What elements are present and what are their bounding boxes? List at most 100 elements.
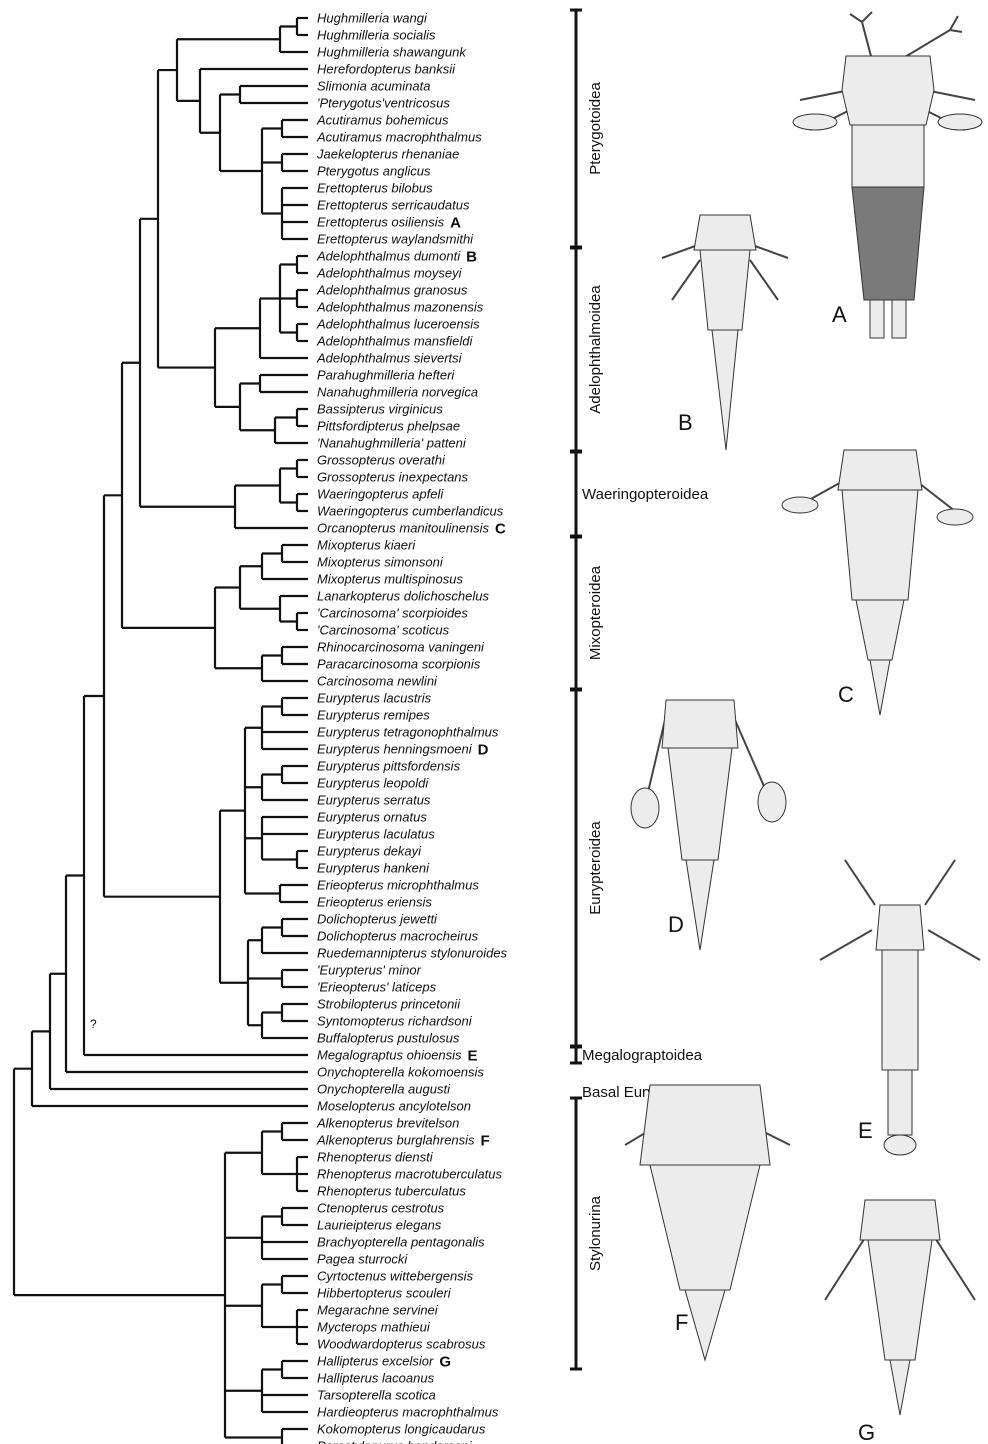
taxon-label: Laurieipterus elegans bbox=[317, 1218, 442, 1233]
taxon-label: Mixopterus multispinosus bbox=[317, 572, 463, 587]
taxon-label: Mixopterus kiaeri bbox=[317, 538, 416, 553]
taxon-label: Mixopterus simonsoni bbox=[317, 555, 444, 570]
taxon-label: Megarachne servinei bbox=[317, 1303, 439, 1318]
taxon-label: Hallipterus excelsior bbox=[317, 1354, 434, 1369]
taxon-label: Eurypterus lacustris bbox=[317, 691, 432, 706]
taxon-label: Rhinocarcinosoma vaningeni bbox=[317, 640, 485, 655]
taxon-label: Rhenopterus macrotuberculatus bbox=[317, 1167, 502, 1182]
taxon-label: Onychopterella kokomoensis bbox=[317, 1065, 484, 1080]
taxon-label: Adelophthalmus dumonti bbox=[316, 249, 461, 264]
taxon-label: 'Pterygotus'ventricosus bbox=[317, 96, 450, 111]
specimen-marker: B bbox=[466, 249, 477, 266]
taxon-label: Parastylonurus hendersoni bbox=[317, 1439, 473, 1444]
taxon-label: 'Eurypterus' minor bbox=[317, 963, 422, 978]
clade-name: Adelophthalmoidea bbox=[587, 285, 604, 414]
specimen-marker: D bbox=[478, 742, 489, 759]
clade-bracket: Megalograptoidea bbox=[570, 1047, 703, 1064]
taxon-label: Waeringopterus cumberlandicus bbox=[317, 504, 504, 519]
taxon-label: Pagea sturrocki bbox=[317, 1252, 408, 1267]
taxon-label: Cyrtoctenus wittebergensis bbox=[317, 1269, 474, 1284]
figure-letter-f: F bbox=[675, 1310, 688, 1335]
taxon-label: Erieopterus eriensis bbox=[317, 895, 432, 910]
taxon-label: Brachyopterella pentagonalis bbox=[317, 1235, 485, 1250]
clade-bracket: Stylonurina bbox=[570, 1098, 604, 1369]
taxon-label: 'Carcinosoma' scoticus bbox=[317, 623, 450, 638]
taxon-label: Kokomopterus longicaudarus bbox=[317, 1422, 486, 1437]
clade-name: Eurypteroidea bbox=[587, 821, 604, 915]
figure-letter-d: D bbox=[668, 912, 684, 937]
clade-bracket: Mixopteroidea bbox=[570, 537, 604, 689]
taxon-label: Slimonia acuminata bbox=[317, 79, 430, 94]
taxon-label: Eurypterus hankeni bbox=[317, 861, 430, 876]
specimen-marker: G bbox=[439, 1354, 451, 1371]
taxon-label: Erettopterus bilobus bbox=[317, 181, 433, 196]
taxon-label: Onychopterella augusti bbox=[317, 1082, 451, 1097]
taxon-label: Alkenopterus brevitelson bbox=[316, 1116, 459, 1131]
taxon-label: Eurypterus serratus bbox=[317, 793, 431, 808]
taxon-label: Grossopterus overathi bbox=[317, 453, 446, 468]
taxon-label: Bassipterus virginicus bbox=[317, 402, 443, 417]
taxon-label: Erieopterus microphthalmus bbox=[317, 878, 479, 893]
taxon-label: Syntomopterus richardsoni bbox=[317, 1014, 473, 1029]
taxon-label: Eurypterus pittsfordensis bbox=[317, 759, 461, 774]
taxon-label: Ruedemannipterus stylonuroides bbox=[317, 946, 508, 961]
taxon-label: Parahughmilleria hefteri bbox=[317, 368, 455, 383]
taxon-label: Rhenopterus diensti bbox=[317, 1150, 434, 1165]
taxon-label: Erettopterus serricaudatus bbox=[317, 198, 470, 213]
taxon-label: Alkenopterus burglahrensis bbox=[316, 1133, 475, 1148]
taxon-label: Pterygotus anglicus bbox=[317, 164, 431, 179]
taxon-label: Adelophthalmus luceroensis bbox=[316, 317, 480, 332]
taxon-label: Dolichopterus jewetti bbox=[317, 912, 438, 927]
taxon-label: Strobilopterus princetonii bbox=[317, 997, 461, 1012]
taxon-label: Erettopterus waylandsmithi bbox=[317, 232, 474, 247]
taxon-label: Acutiramus bohemicus bbox=[316, 113, 449, 128]
specimen-marker: A bbox=[450, 215, 461, 232]
clade-name: Stylonurina bbox=[587, 1195, 604, 1271]
taxon-label: Adelophthalmus moyseyi bbox=[316, 266, 463, 281]
taxon-label: Grossopterus inexpectans bbox=[317, 470, 469, 485]
clade-bracket: Waeringopteroidea bbox=[570, 452, 709, 536]
taxon-label: Erettopterus osiliensis bbox=[317, 215, 445, 230]
figure-letter-c: C bbox=[838, 682, 854, 707]
taxon-label: Adelophthalmus granosus bbox=[316, 283, 468, 298]
specimen-marker: F bbox=[481, 1133, 490, 1150]
figure-letter-g: G bbox=[858, 1420, 875, 1444]
clade-bracket: Adelophthalmoidea bbox=[570, 248, 604, 451]
taxon-label: Herefordopterus banksii bbox=[317, 62, 456, 77]
taxon-label: Acutiramus macrophthalmus bbox=[316, 130, 482, 145]
illustration-d: D bbox=[631, 700, 786, 950]
taxon-label: Hardieopterus macrophthalmus bbox=[317, 1405, 499, 1420]
taxon-label: Adelophthalmus sievertsi bbox=[316, 351, 463, 366]
taxon-label: Eurypterus tetragonophthalmus bbox=[317, 725, 499, 740]
taxon-label: Mycterops mathieui bbox=[317, 1320, 431, 1335]
taxon-label: Eurypterus laculatus bbox=[317, 827, 435, 842]
taxon-label: Woodwardopterus scabrosus bbox=[317, 1337, 486, 1352]
taxon-label: Lanarkopterus dolichoschelus bbox=[317, 589, 489, 604]
illustration-b: B bbox=[662, 215, 788, 450]
taxon-label: Tarsopterella scotica bbox=[317, 1388, 436, 1403]
taxon-label: Eurypterus ornatus bbox=[317, 810, 427, 825]
taxon-label: Dolichopterus macrocheirus bbox=[317, 929, 479, 944]
illustration-f: F bbox=[625, 1085, 790, 1360]
illustration-a: A bbox=[793, 12, 982, 338]
taxon-label: Paracarcinosoma scorpionis bbox=[317, 657, 481, 672]
taxon-label: Jaekelopterus rhenaniae bbox=[316, 147, 459, 162]
figure-letter-e: E bbox=[858, 1118, 873, 1143]
taxon-label: Waeringopterus apfeli bbox=[317, 487, 444, 502]
taxon-label: Hallipterus lacoanus bbox=[317, 1371, 435, 1386]
taxon-label: Rhenopterus tuberculatus bbox=[317, 1184, 466, 1199]
taxon-label: 'Carcinosoma' scorpioides bbox=[317, 606, 468, 621]
taxon-label: Carcinosoma newlini bbox=[317, 674, 438, 689]
uncertain-placement-mark: ? bbox=[90, 1017, 97, 1031]
taxon-label: Megalograptus ohioensis bbox=[317, 1048, 462, 1063]
clade-name: Waeringopteroidea bbox=[582, 486, 709, 503]
specimen-marker: E bbox=[468, 1048, 478, 1065]
taxon-label: Hughmilleria wangi bbox=[317, 11, 428, 26]
taxon-label: Buffalopterus pustulosus bbox=[317, 1031, 460, 1046]
taxon-label: 'Erieopterus' laticeps bbox=[317, 980, 437, 995]
clade-bracket: Pterygotoidea bbox=[570, 10, 604, 247]
taxon-label: Eurypterus leopoldi bbox=[317, 776, 429, 791]
taxon-label: Pittsfordipterus phelpsae bbox=[317, 419, 460, 434]
